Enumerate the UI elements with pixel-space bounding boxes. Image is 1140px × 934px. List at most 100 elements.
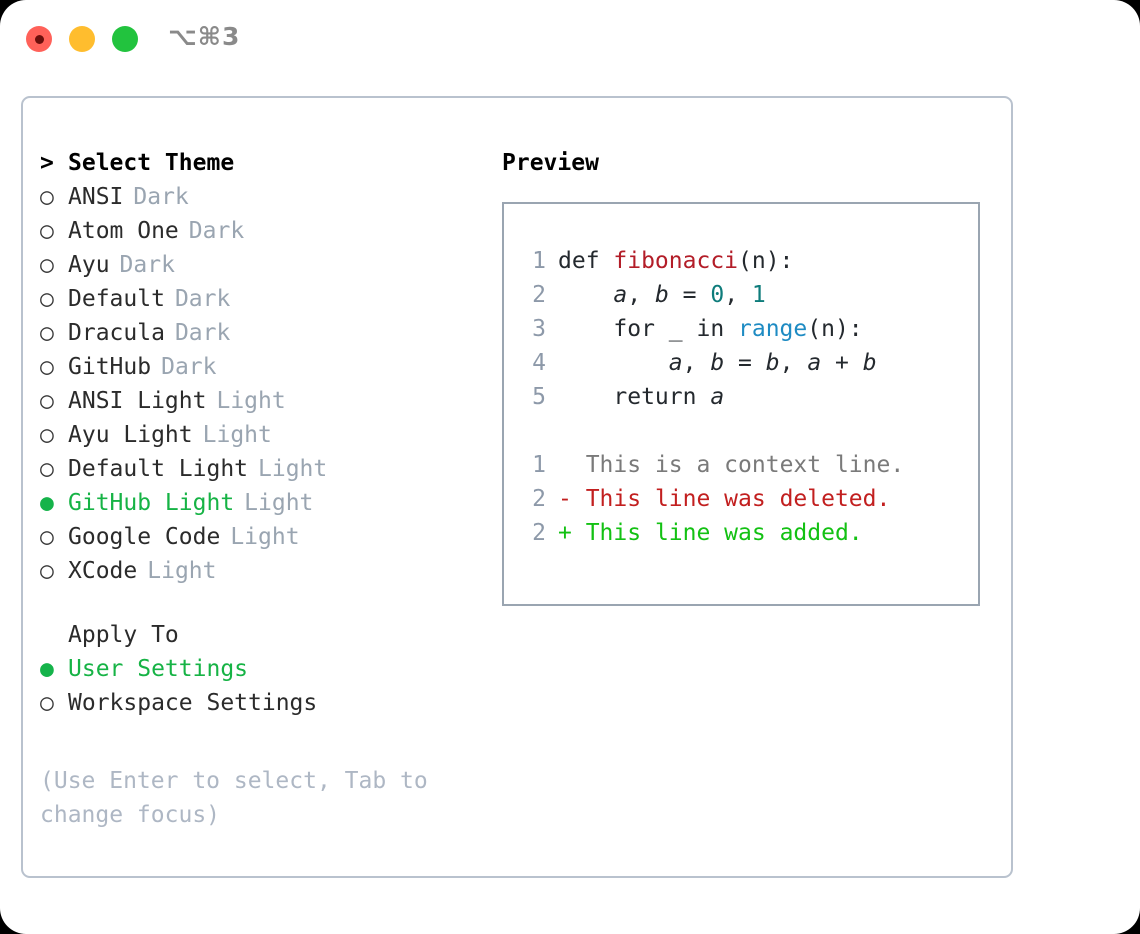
code-token: b [765, 350, 780, 376]
theme-variant-badge: Light [147, 558, 217, 584]
apply-to-option-workspace-settings[interactable]: ○ Workspace Settings [40, 686, 500, 720]
theme-variant-badge: Light [244, 490, 314, 516]
theme-item-ansi-light[interactable]: ○ ANSI Light Light [40, 384, 500, 418]
radio-selected-icon: ● [40, 656, 54, 682]
theme-name: Atom One [68, 218, 179, 244]
diff-text: This line was added. [571, 520, 863, 546]
theme-variant-badge: Dark [119, 252, 175, 278]
code-token: b [862, 350, 877, 376]
line-number: 3 [532, 316, 546, 342]
page-title: Select Theme [68, 150, 235, 176]
theme-variant-badge: Dark [161, 354, 217, 380]
diff-marker [558, 448, 572, 482]
window-controls [26, 26, 138, 52]
theme-item-dracula[interactable]: ○ Dracula Dark [40, 316, 500, 350]
radio-unselected-icon: ○ [40, 524, 54, 550]
theme-variant-badge: Light [202, 422, 272, 448]
theme-name: Dracula [68, 320, 165, 346]
title-bar: ⌥⌘3 [0, 0, 1140, 78]
code-line-content: a, b = b, a + b [558, 346, 877, 380]
code-token [558, 282, 613, 308]
apply-to-option-label: Workspace Settings [68, 690, 318, 716]
diff-line: 2+ This line was added. [516, 516, 972, 550]
code-token: (n): [807, 316, 863, 342]
diff-text: This line was deleted. [571, 486, 891, 512]
line-number: 1 [532, 248, 546, 274]
keyboard-hint: (Use Enter to select, Tab to change focu… [40, 768, 428, 828]
theme-name: ANSI Light [68, 388, 207, 414]
diff-text: This is a context line. [571, 452, 905, 478]
code-diff-separator [516, 414, 972, 448]
code-token: = [724, 350, 766, 376]
select-theme-header: > Select Theme [40, 146, 500, 180]
radio-unselected-icon: ○ [40, 690, 54, 716]
theme-item-xcode[interactable]: ○ XCode Light [40, 554, 500, 588]
code-line-content: def fibonacci(n): [558, 244, 793, 278]
theme-name: Ayu Light [68, 422, 193, 448]
code-token: range [738, 316, 808, 342]
line-number: 2 [532, 282, 546, 308]
radio-unselected-icon: ○ [40, 286, 54, 312]
code-line: 1 def fibonacci(n): [516, 244, 972, 278]
code-line-content: return a [558, 380, 724, 414]
list-gap [40, 588, 500, 618]
code-token: a [807, 350, 822, 376]
code-token: for _ in [558, 316, 739, 342]
code-token: fibonacci [613, 248, 739, 274]
theme-name: GitHub Light [68, 490, 235, 516]
code-token: b [710, 350, 725, 376]
radio-unselected-icon: ○ [40, 252, 54, 278]
radio-unselected-icon: ○ [40, 388, 54, 414]
theme-variant-badge: Light [230, 524, 300, 550]
theme-variant-badge: Dark [188, 218, 245, 244]
theme-name: ANSI [68, 184, 124, 210]
theme-name: XCode [68, 558, 138, 584]
apply-to-option-user-settings[interactable]: ●User Settings [40, 652, 500, 686]
keyboard-shortcut-label: ⌥⌘3 [168, 22, 241, 51]
apply-to-label: Apply To [68, 622, 179, 648]
code-token: b [654, 282, 669, 308]
line-number: 5 [532, 384, 546, 410]
code-line-content: a, b = 0, 1 [558, 278, 765, 312]
line-number: 2 [532, 486, 546, 512]
caret-icon: > [40, 150, 54, 176]
close-button[interactable] [26, 26, 52, 52]
theme-item-ayu[interactable]: ○ Ayu Dark [40, 248, 500, 282]
radio-unselected-icon: ○ [40, 320, 54, 346]
theme-name: Default Light [68, 456, 249, 482]
code-token: = [668, 282, 711, 308]
theme-variant-badge: Dark [174, 320, 231, 346]
theme-item-ansi[interactable]: ○ ANSI Dark [40, 180, 500, 214]
code-token: a [668, 350, 683, 376]
theme-variant-badge: Dark [133, 184, 189, 210]
radio-unselected-icon: ○ [40, 558, 54, 584]
minimize-button[interactable] [69, 26, 95, 52]
code-line: 2 a, b = 0, 1 [516, 278, 972, 312]
diff-marker: - [558, 486, 572, 512]
line-number: 2 [532, 520, 546, 546]
maximize-button[interactable] [112, 26, 138, 52]
code-token: , [724, 282, 752, 308]
line-number: 1 [532, 452, 546, 478]
radio-unselected-icon: ○ [40, 354, 54, 380]
radio-unselected-icon: ○ [40, 456, 54, 482]
theme-name: Ayu [68, 252, 110, 278]
code-token: , [682, 350, 711, 376]
code-line: 3 for _ in range(n): [516, 312, 972, 346]
radio-selected-icon: ● [40, 490, 54, 516]
theme-item-github-light[interactable]: ● GitHub Light Light [40, 486, 500, 520]
theme-variant-badge: Light [216, 388, 286, 414]
radio-unselected-icon: ○ [40, 184, 54, 210]
code-token: , [627, 282, 655, 308]
